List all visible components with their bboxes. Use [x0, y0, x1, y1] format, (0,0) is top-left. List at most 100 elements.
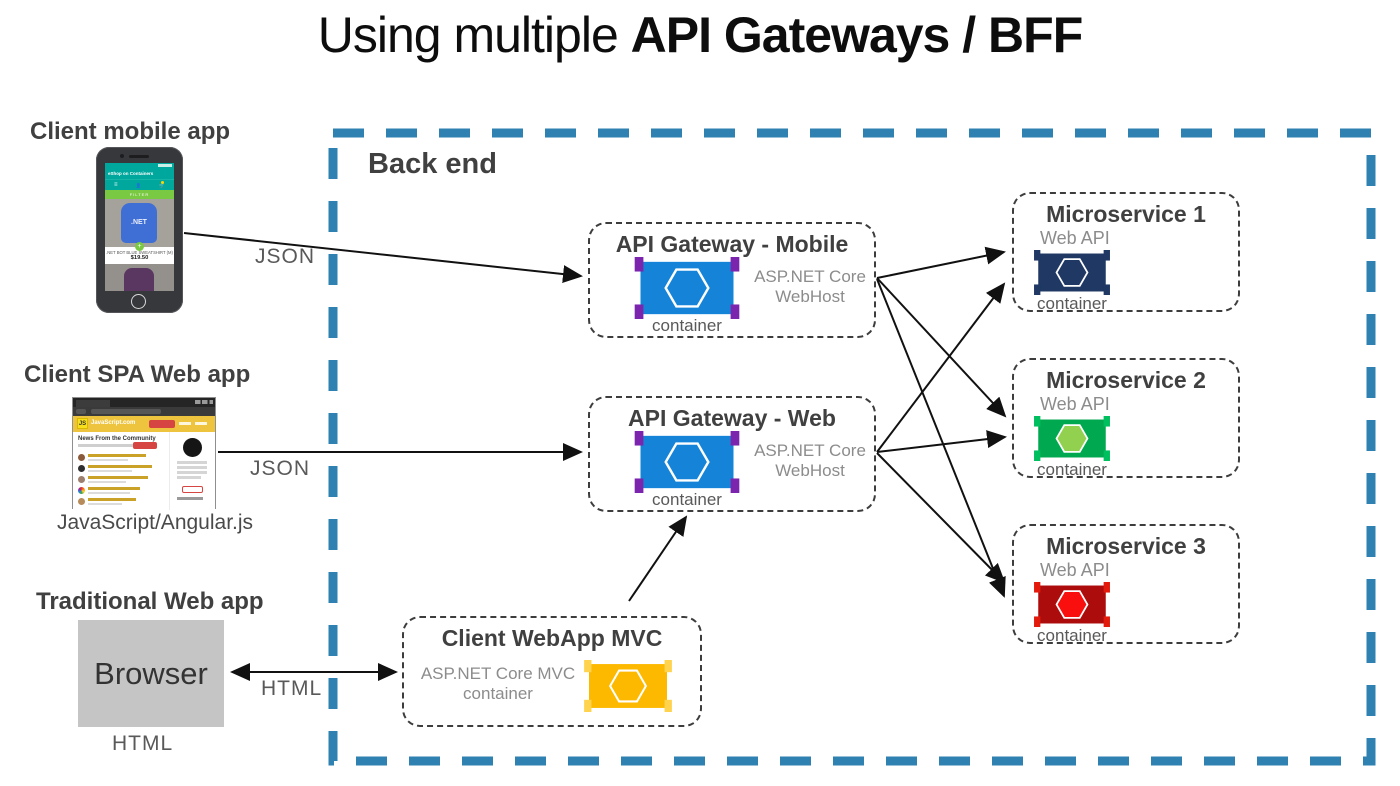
phone-speaker	[129, 155, 149, 158]
browser-box: Browser	[78, 620, 224, 727]
cart-icon: 🛒	[159, 183, 165, 188]
arrow-gwmobile-to-ms2	[876, 277, 1007, 418]
sidebar-line	[177, 476, 201, 479]
blue-hoodie: .NET	[121, 203, 157, 243]
news-heading: News From the Community	[78, 436, 156, 442]
phone-camera	[120, 154, 124, 158]
cart-badge	[161, 181, 164, 184]
container-icon	[634, 257, 740, 319]
news-line	[88, 487, 140, 490]
browser-address-bar	[73, 407, 215, 416]
page-title-bold: API Gateways / BFF	[630, 7, 1084, 63]
json-label-mobile: JSON	[255, 245, 316, 268]
api-gateway-web-box: API Gateway - Web container ASP.NET Core…	[588, 396, 876, 512]
page-title-regular: Using multiple	[317, 7, 631, 63]
news-line	[88, 458, 128, 461]
sidebar-line	[177, 466, 207, 469]
back-button	[76, 409, 86, 414]
microservice-3-title: Microservice 3	[1046, 533, 1206, 559]
api-gateway-mobile-box: API Gateway - Mobile container ASP.NET C…	[588, 222, 876, 338]
web-api-label: Web API	[1040, 228, 1110, 248]
phone-status-bar	[105, 163, 174, 168]
browser-title-bar	[73, 398, 215, 407]
news-line	[88, 498, 136, 501]
gateway-mobile-tech: ASP.NET Core WebHost	[754, 267, 866, 306]
submit-story-button	[133, 442, 157, 449]
arrow-mvc-to-web-gateway	[628, 515, 688, 602]
client-spa-label: Client SPA Web app	[24, 361, 251, 388]
menu-icon: ≡	[114, 182, 118, 188]
news-line	[88, 502, 122, 505]
spa-tech-label: JavaScript/Angular.js	[56, 511, 254, 534]
container-label: container	[652, 316, 722, 335]
user-icon: 👤	[135, 183, 142, 188]
arrow-gwmobile-to-ms1	[876, 246, 1006, 279]
client-webapp-mvc-box: Client WebApp MVC ASP.NET Core MVC conta…	[402, 616, 702, 727]
news-line	[88, 469, 132, 472]
window-controls	[195, 400, 213, 404]
container-icon	[634, 431, 740, 493]
news-line	[88, 454, 146, 457]
product-name: .NET BOT BLUE SWEATSHIRT (M)	[106, 250, 173, 255]
api-gateway-web-title: API Gateway - Web	[628, 405, 836, 431]
filter-bar: FILTER	[105, 190, 174, 199]
news-item	[78, 498, 158, 506]
gateway-web-tech: ASP.NET Core WebHost	[754, 441, 866, 480]
sidebar-line	[177, 471, 207, 474]
arrow-gwmobile-to-ms3	[876, 278, 1006, 598]
url-field	[91, 409, 161, 414]
nav-link	[195, 422, 207, 425]
web-api-label: Web API	[1040, 560, 1110, 580]
avatar	[78, 465, 85, 472]
traditional-label: Traditional Web app	[36, 588, 264, 615]
news-subtext	[78, 444, 138, 447]
avatar	[78, 476, 85, 483]
browser-box-label: Browser	[94, 655, 208, 691]
container-icon	[584, 660, 672, 712]
site-nav-bar: JS JavaScript.com	[73, 416, 215, 432]
site-sidebar	[169, 432, 215, 510]
product-photo: .NET	[105, 199, 174, 247]
second-product-photo	[105, 264, 174, 291]
mobile-phone-mock: eShop on Containers ≡ 👤 🛒 FILTER .NET + …	[96, 147, 183, 313]
container-icon	[1034, 582, 1110, 627]
news-line	[88, 476, 148, 479]
container-label: container	[1037, 626, 1107, 645]
html-label-under-browser: HTML	[112, 732, 174, 755]
news-item	[78, 487, 158, 495]
microservice-3-box: Microservice 3 Web API container	[1012, 524, 1240, 645]
microservice-2-title: Microservice 2	[1046, 367, 1206, 393]
arrow-gwweb-to-ms1	[876, 282, 1006, 453]
microservice-2-box: Microservice 2 Web API container	[1012, 358, 1240, 479]
js-logo: JS	[77, 418, 88, 429]
site-brand: JavaScript.com	[91, 420, 136, 426]
page-title: Using multiple API Gateways / BFF	[0, 6, 1400, 64]
arrow-gwweb-to-ms3	[876, 452, 1006, 584]
backend-label: Back end	[368, 148, 497, 180]
microservice-1-box: Microservice 1 Web API container	[1012, 192, 1240, 313]
sidebar-line	[177, 461, 207, 464]
backend-boundary	[328, 128, 1376, 766]
news-line	[88, 491, 130, 494]
html-label-arrow: HTML	[261, 677, 323, 700]
sidebar-logo	[183, 438, 202, 457]
product-price: $19.50	[130, 255, 149, 261]
status-icons	[158, 164, 172, 167]
spa-browser-mock: JS JavaScript.com News From the Communit…	[72, 397, 216, 510]
client-mobile-label: Client mobile app	[30, 118, 231, 145]
app-header: eShop on Containers	[105, 168, 174, 179]
product-info: .NET BOT BLUE SWEATSHIRT (M) $19.50	[105, 247, 174, 264]
arrow-mobile-to-gateway	[183, 232, 583, 284]
microservice-1-title: Microservice 1	[1046, 201, 1206, 227]
container-icon	[1034, 416, 1110, 461]
container-label: container	[652, 490, 722, 509]
news-line	[88, 465, 152, 468]
sidebar-button	[182, 486, 203, 493]
add-to-cart-button: +	[135, 242, 144, 251]
mvc-title: Client WebApp MVC	[441, 625, 663, 651]
sidebar-heading	[177, 497, 203, 500]
avatar	[78, 487, 85, 494]
news-line	[88, 480, 126, 483]
